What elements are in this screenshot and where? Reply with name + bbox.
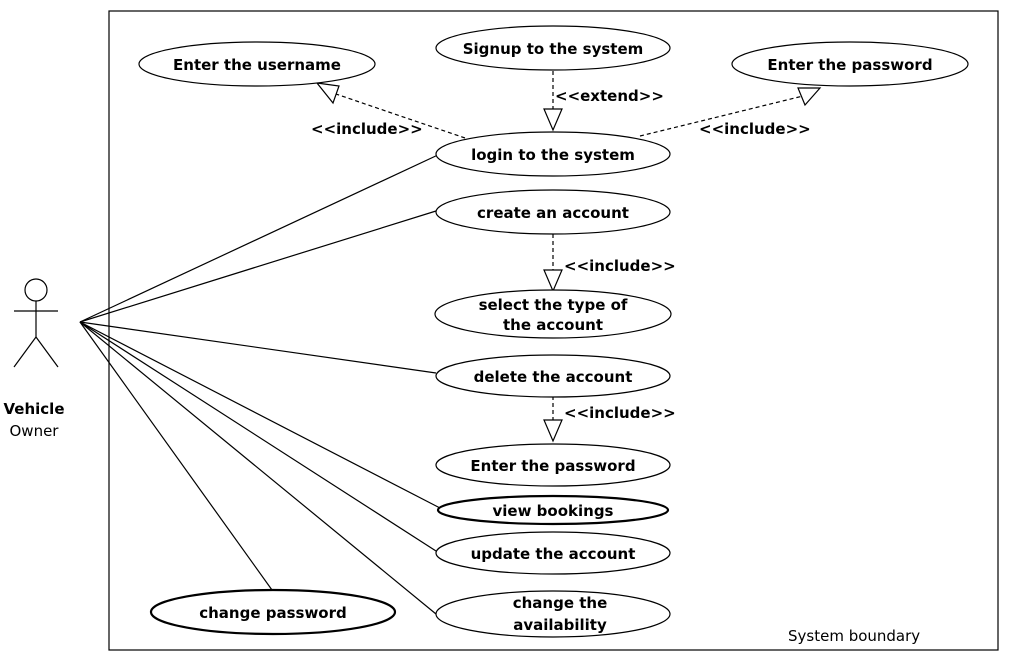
extend-label: <<extend>>	[555, 87, 664, 105]
actor-name-line2: Owner	[10, 422, 60, 440]
svg-text:Enter the password: Enter the password	[470, 457, 635, 475]
svg-text:Signup to the system: Signup to the system	[463, 40, 644, 58]
include-label-delete: <<include>>	[564, 404, 676, 422]
use-case-signup[interactable]: Signup to the system	[435, 25, 671, 71]
svg-text:change the: change the	[513, 594, 608, 612]
use-case-select-account-type[interactable]: select the type of the account	[434, 289, 672, 339]
include-label-left: <<include>>	[311, 120, 423, 138]
include-label-create: <<include>>	[564, 257, 676, 275]
svg-text:delete the account: delete the account	[474, 368, 633, 386]
svg-text:select the type of: select the type of	[479, 296, 628, 314]
system-boundary-label: System boundary	[788, 627, 920, 645]
use-case-view-bookings[interactable]: view bookings	[436, 494, 670, 526]
svg-text:Enter the username: Enter the username	[173, 56, 341, 74]
dependency-lines	[315, 64, 822, 443]
actor-name-line1: Vehicle	[4, 400, 65, 418]
use-case-change-password[interactable]: change password	[149, 588, 397, 636]
use-case-update-account[interactable]: update the account	[435, 531, 671, 575]
svg-text:the account: the account	[503, 316, 603, 334]
svg-text:update the account: update the account	[471, 545, 636, 563]
association-lines	[79, 153, 441, 615]
use-case-enter-password-top[interactable]: Enter the password	[731, 41, 969, 87]
use-case-change-availability[interactable]: change the availability	[435, 590, 671, 638]
use-case-create-account[interactable]: create an account	[435, 189, 671, 235]
svg-text:login to the system: login to the system	[471, 146, 635, 164]
system-boundary	[108, 10, 999, 651]
svg-text:Enter the password: Enter the password	[767, 56, 932, 74]
actor-figure	[13, 278, 59, 368]
svg-text:availability: availability	[513, 616, 607, 634]
use-case-login[interactable]: login to the system	[435, 131, 671, 177]
svg-text:create an account: create an account	[477, 204, 629, 222]
svg-text:change password: change password	[199, 604, 347, 622]
use-case-enter-password-bottom[interactable]: Enter the password	[435, 443, 671, 487]
use-case-delete-account[interactable]: delete the account	[435, 354, 671, 398]
include-label-right: <<include>>	[699, 120, 811, 138]
svg-text:view bookings: view bookings	[493, 502, 614, 520]
use-case-enter-username[interactable]: Enter the username	[138, 41, 376, 87]
